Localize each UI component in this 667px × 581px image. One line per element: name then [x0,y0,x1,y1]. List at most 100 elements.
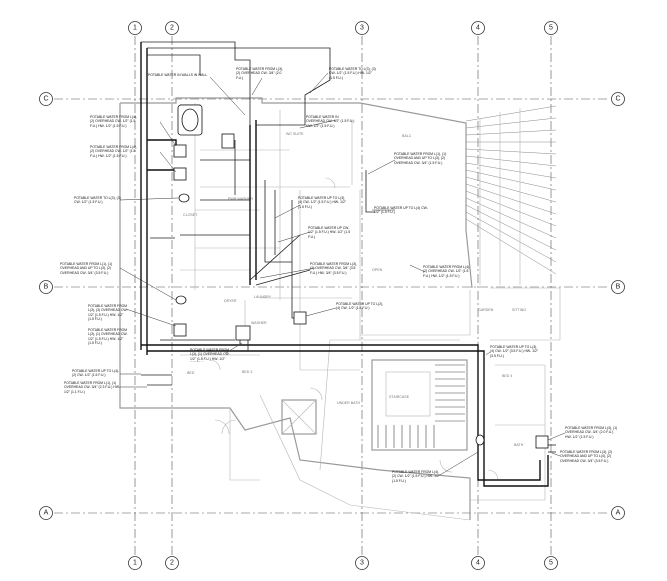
room-tag-balc: BALC [402,134,412,138]
pipe-diagonal-1 [249,234,301,281]
door-swing-5 [439,459,453,473]
grid-label-a-left: A [44,510,49,517]
wall-outline-east-angle [359,102,473,289]
pipe-wc-branch-2 [147,169,177,175]
plumbing-notes: POTABLE WATER IN WALLS IN WALL POTABLE W… [60,67,617,483]
note-potable-up-mid: POTABLE WATER UP CW- 1/2" (1.5 F.U.) HW-… [308,226,350,239]
grid-bubble-4-bottom [471,556,485,570]
wall-int-25 [319,339,331,471]
door-swing-7 [487,469,499,481]
toilet-fixture-2 [175,295,187,305]
note-potable-from-l1-lower: POTABLE WATER FROM L(1), (1) OVERHEAD CW… [64,381,120,394]
balcony-louvres [465,105,557,285]
room-tag-washer: WASHER [251,321,267,325]
pipe-top-run-2 [147,47,331,120]
note-potable-from-l1-balc: POTABLE WATER FROM L(1), (1) OVERHEAD AN… [394,152,446,165]
room-tag-bed: BED [187,371,195,375]
room-tag-bath: BATH [514,443,524,447]
wc-suite-fixture [221,133,235,149]
elevator-shaft [281,399,317,435]
wall-lower-left [229,408,260,481]
wall-outline-north [120,97,360,104]
grid-bubble-1-bottom [128,556,142,570]
grid-label-b-right: B [616,284,621,291]
pipe-balc-riser [365,170,375,213]
grid-label-3-bottom: 3 [360,560,364,567]
pipe-col4-vertical-2 [483,360,549,487]
bath-toilet-fixture [475,434,485,446]
grid-bubble-4-top [471,21,485,35]
grid-bubble-b-right [611,280,625,294]
bath-lav-fixture [535,435,549,449]
laundry-sink-fixture [293,311,307,325]
grid-label-1-bottom: 1 [133,560,137,567]
room-tag-closet: CLOSET [183,213,198,217]
note-potable-up-l2-laundry: POTABLE WATER UP TO L(2), (4) CW- 1/2" (… [336,302,383,310]
door-swing-4 [324,177,336,189]
wall-south-angle [200,407,471,520]
pipe-top-run-3 [147,54,201,75]
grid-bubbles: 1 2 3 4 5 1 2 3 4 5 C C B B A A [39,21,625,570]
note-potable-from-l4-bottom: POTABLE WATER FROM L(4), (2) CW- 1/2" (1… [392,470,440,483]
architectural-walls [119,97,561,521]
wc-fixture-2 [173,167,187,181]
note-potable-up-l4-lower: POTABLE WATER UP TO L(4), (2) CW- 1/2" (… [72,369,119,377]
note-potable-from-l4-open: POTABLE WATER FROM L(4), (2) OVERHEAD CW… [423,265,470,278]
grid-label-a-right: A [616,510,621,517]
room-tag-dryer: DRYER [224,299,237,303]
note-leaders [119,72,566,476]
grid-bubble-a-left [39,506,53,520]
grid-bubble-3-top [355,21,369,35]
room-tag-bed4: BED 4 [502,374,512,378]
grid-label-2-top: 2 [170,25,174,32]
room-tag-open: OPEN [372,268,383,272]
wall-lower-diagonal [259,394,471,521]
grid-label-1-top: 1 [133,25,137,32]
note-potable-from-overhead-top: POTABLE WATER FROM L(3), (2) OVERHEAD CW… [236,67,283,80]
pipe-top-run-1 [141,41,251,125]
grid-bubble-2-bottom [165,556,179,570]
grid-label-5-bottom: 5 [549,560,553,567]
room-tag-staircase: STAIRCASE [389,395,410,399]
note-potable-in-overhead: POTABLE WATER IN OVERHEAD CW- 1/2" (1.5 … [306,115,354,128]
bathtub-basin [181,108,199,132]
room-tag-sitting: SITTING [512,308,526,312]
grid-label-b-left: B [44,284,49,291]
door-swing-6 [209,359,221,371]
note-potable-from-l1-b: POTABLE WATER FROM L(1), (1) OVERHEAD AN… [60,262,112,275]
grid-bubble-b-left [39,280,53,294]
note-potable-from-l3-lav2: POTABLE WATER FROM L(3), (1) OVERHEAD CW… [88,328,128,345]
door-swing-2 [221,419,237,435]
wall-outline-west [119,103,200,409]
grid-bubble-c-right [611,92,625,106]
room-tag-powder: PWR WASHER [228,197,253,201]
grid-bubble-a-right [611,506,625,520]
note-potable-up-l4-balc: POTABLE WATER UP TO L(4) CW- 1/2" (1.5 F… [374,206,428,214]
note-potable-up-to-l3-mid: POTABLE WATER UP TO L(3), (4) CW- 1/2" (… [298,196,346,209]
note-potable-from-l3-lav: POTABLE WATER FROM L(3), (3) OVERHEAD CW… [88,304,128,321]
room-tag-bed3: BED 3 [242,370,252,374]
pipe-wc-branch-1 [147,139,177,150]
grid-label-3-top: 3 [360,25,364,32]
room-tag-laundry: LAUNDRY [254,295,272,299]
plumbing-pipes [140,41,556,487]
note-potable-from-l3-bath: POTABLE WATER FROM L(3), (1) OVERHEAD CW… [565,426,617,439]
grid-bubble-c-left [39,92,53,106]
grid-label-4-top: 4 [476,25,480,32]
grid-label-c-left: C [43,96,48,103]
grid-bubble-5-top [544,21,558,35]
grid-lines [54,36,610,556]
note-potable-up-l3-col4: POTABLE WATER UP TO L(3), (4) CW- 1/2" (… [490,345,538,358]
door-swing-1 [214,419,230,435]
note-potable-to-l3-wc: POTABLE WATER TO L(3), (3) CW- 1/2" (1.5… [74,196,121,204]
pipe-mid-h9 [291,200,300,319]
note-potable-from-l3-washer: POTABLE WATER FROM L(3), (1) OVERHEAD CW… [190,348,230,362]
staircase [371,359,468,451]
room-tag-wc-suite: WC SUITE [286,132,304,136]
note-potable-from-l3-overhead-bath: POTABLE WATER FROM L(3), (2) OVERHEAD AN… [560,450,612,463]
pipe-col4-vertical-1 [477,355,541,481]
note-potable-from-l4-wc2: POTABLE WATER FROM L(4), (2) OVERHEAD CW… [90,145,137,158]
door-swing-3 [309,387,323,401]
grid-bubble-3-bottom [355,556,369,570]
note-potable-to-l3-top: POTABLE WATER TO L(3), (3) CW- 1/2" (1.5… [329,67,376,80]
